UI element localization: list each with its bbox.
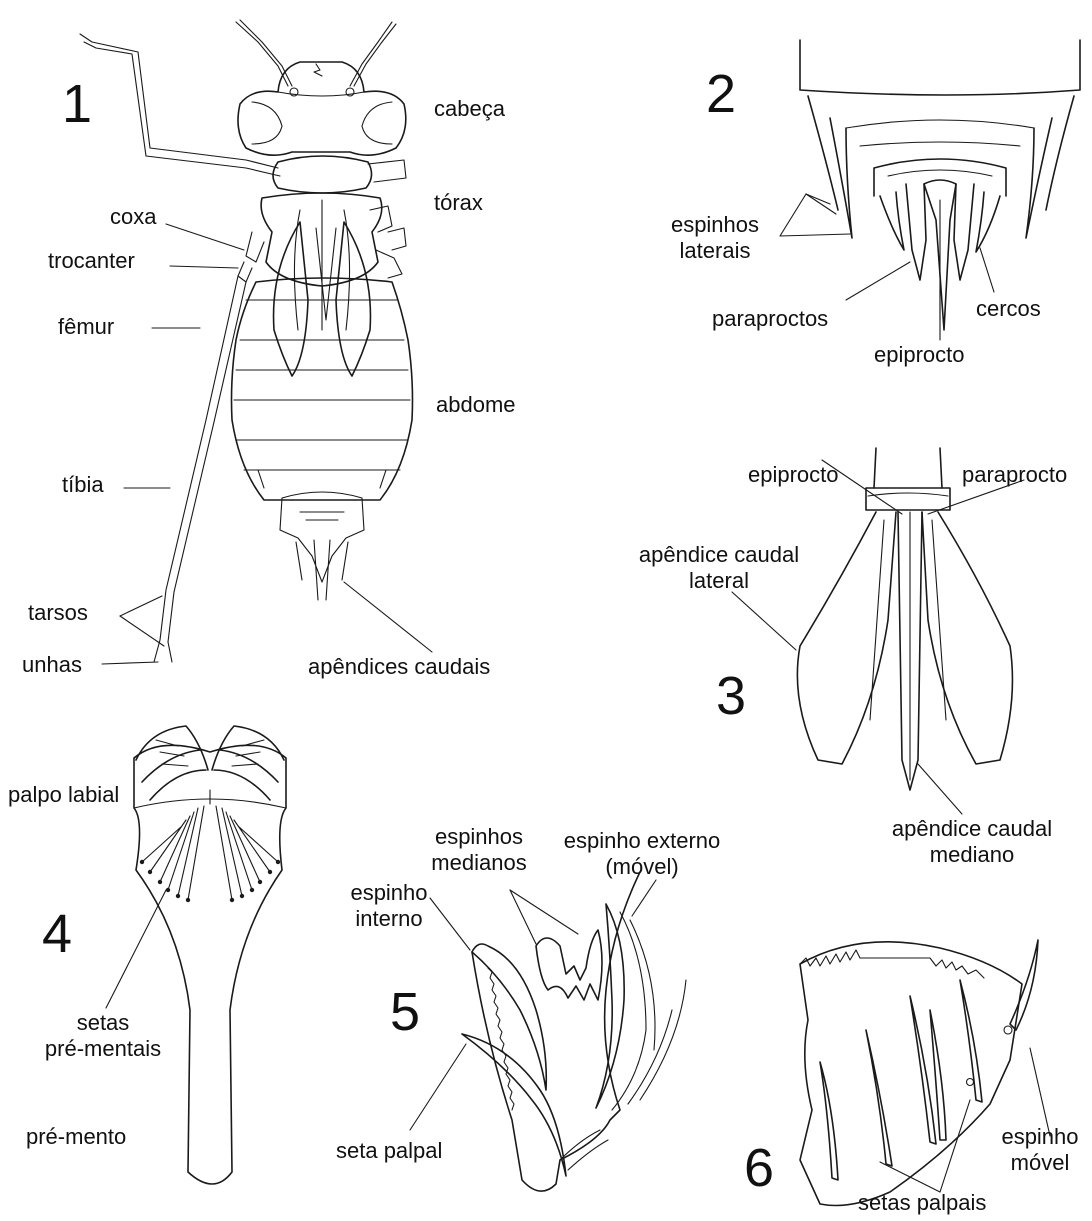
palp-right [212,726,284,800]
wing-pad-left [274,222,308,376]
label-setas-pre-mentais: setas pré-mentais [30,1010,176,1062]
label-espinho-interno-line1: espinho [334,880,444,906]
label-espinhos-medianos-line1: espinhos [420,824,538,850]
label-apendice-mediano-line1: apêndice caudal [874,816,1070,842]
label-espinho-movel-line1: espinho [990,1124,1090,1150]
label-coxa: coxa [110,204,156,230]
cercus-right [976,192,1000,252]
label-espinho-interno: espinho interno [334,880,444,932]
label-epiprocto-fig3: epiprocto [748,462,839,488]
palp-outline [800,942,1022,1206]
label-cabeca: cabeça [434,96,505,122]
label-espinho-movel: espinho móvel [990,1124,1090,1176]
coxa-shape [246,232,264,262]
palp-left [136,726,208,800]
label-femur: fêmur [58,314,114,340]
claws-shape [154,640,172,662]
label-epiprocto-fig2: epiprocto [874,342,965,368]
tarsus-shape [160,590,174,642]
fig4-leaders [106,890,166,1008]
lateral-appendage-right [922,512,1012,764]
fig4-labium [134,726,286,1184]
median-spines [536,930,602,1000]
serrated-edge [488,968,514,1110]
fig1-leaders [102,224,432,664]
label-setas-pre-mentais-line1: setas [30,1010,176,1036]
label-paraproctos: paraproctos [712,306,828,332]
label-apendice-lateral: apêndice caudal lateral [622,542,816,594]
label-palpo-labial: palpo labial [8,782,119,808]
fig2-abdomen-tip [800,40,1080,330]
paraproct-left [906,184,926,280]
fig5-leaders [410,880,656,1130]
label-tibia: tíbia [62,472,104,498]
label-cercos: cercos [976,296,1041,322]
outer-spine [596,904,624,1108]
label-apendice-lateral-line1: apêndice caudal [622,542,816,568]
label-abdome: abdome [436,392,516,418]
label-apendice-mediano: apêndice caudal mediano [874,816,1070,868]
foreleg-left [80,34,280,176]
fig3-leaders [732,460,1024,814]
fig3-caudal-appendages [797,448,1012,790]
label-apendice-lateral-line2: lateral [622,568,816,594]
serrated-top [800,950,984,978]
figure-number-2: 2 [706,66,736,122]
wing-pad-right [336,222,370,376]
label-unhas: unhas [22,652,82,678]
label-paraprocto: paraprocto [962,462,1067,488]
palpal-setae-shapes [820,980,982,1180]
label-espinho-interno-line2: interno [334,906,444,932]
label-espinhos-medianos: espinhos medianos [420,824,538,876]
pronotum [273,156,372,193]
label-espinho-externo: espinho externo (móvel) [560,828,724,880]
premental-setae [140,806,280,902]
label-espinho-externo-line2: (móvel) [560,854,724,880]
label-tarsos: tarsos [28,600,88,626]
label-pre-mento: pré-mento [26,1124,126,1150]
caudal-appendages [258,470,386,600]
figure-number-1: 1 [62,76,92,132]
figure-number-6: 6 [744,1140,774,1196]
label-espinho-movel-line2: móvel [990,1150,1090,1176]
trocanter-shape [238,262,252,282]
inner-spine [472,944,546,1090]
label-espinhos-laterais-line1: espinhos [650,212,780,238]
label-seta-palpal: seta palpal [336,1138,442,1164]
label-espinhos-medianos-line2: medianos [420,850,538,876]
antenna-right [350,22,396,86]
fig1-larva-drawing [80,20,413,662]
label-apendices-caudais: apêndices caudais [308,654,490,680]
label-torax: tórax [434,190,483,216]
cercus-left [880,192,904,250]
label-espinho-externo-line1: espinho externo [560,828,724,854]
antenna-left [236,20,292,86]
movable-spine [1010,940,1038,1030]
paraproct-right [954,184,974,280]
lateral-spine-left [830,118,852,238]
figure-number-3: 3 [716,668,746,724]
tibia-shape [166,420,214,592]
figure-number-4: 4 [42,906,72,962]
label-espinhos-laterais: espinhos laterais [650,212,780,264]
label-apendice-mediano-line2: mediano [874,842,1070,868]
prementum-outline [134,745,286,1184]
label-setas-palpais: setas palpais [858,1190,986,1216]
label-trocanter: trocanter [48,248,135,274]
lateral-spine-right [1026,118,1052,238]
label-setas-pre-mentais-line2: pré-mentais [30,1036,176,1062]
figure-number-5: 5 [390,984,420,1040]
label-espinhos-laterais-line2: laterais [650,238,780,264]
fig5-palp [462,872,686,1191]
